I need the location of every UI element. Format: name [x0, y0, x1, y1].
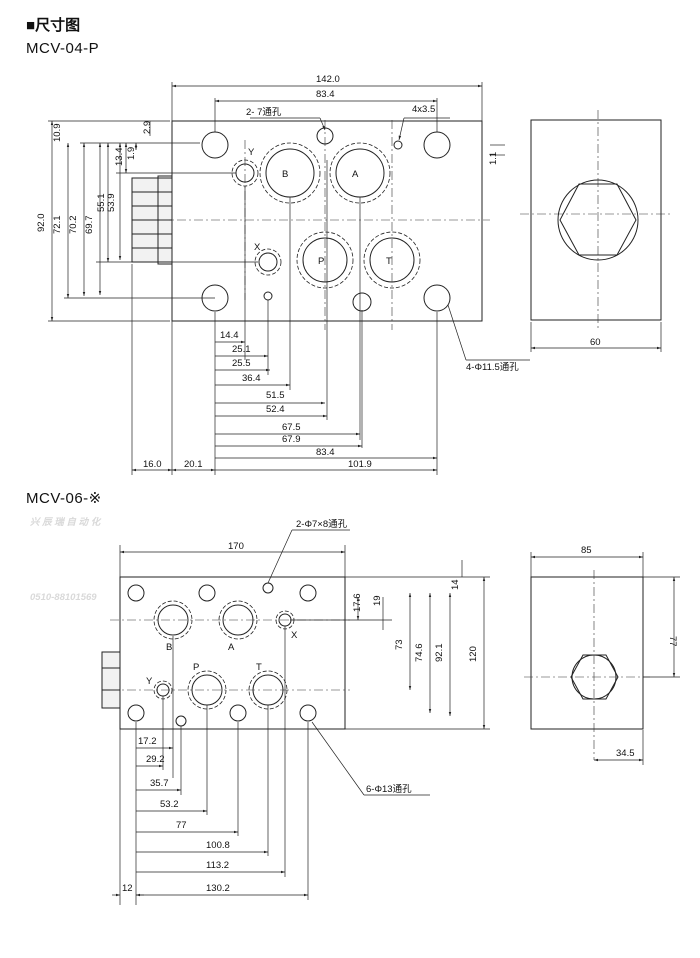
- mcv04-left-dimensions: 92.0 72.1 70.2 69.7 55.1 53.9 13.4 1.9 1…: [36, 120, 258, 322]
- mounting-hole: [127, 704, 145, 722]
- port-p: [302, 237, 348, 283]
- mounting-hole: [423, 284, 451, 312]
- dim-60: 60: [590, 337, 601, 348]
- dim-74-6: 74.6: [414, 644, 425, 663]
- port-label-a: A: [228, 642, 235, 653]
- mcv06-side-body: [530, 576, 644, 730]
- watermark-company: 兴 辰 瑞 自 动 化: [30, 516, 102, 528]
- dim-55-1: 55.1: [96, 194, 107, 213]
- dim-17-2: 17.2: [138, 736, 157, 747]
- dim-69-7: 69.7: [84, 216, 95, 235]
- port-x: [258, 252, 278, 272]
- mcv06-connector: [101, 651, 121, 709]
- dim-142: 142.0: [316, 74, 340, 85]
- port-b: [157, 604, 189, 636]
- port-label-x: X: [254, 242, 261, 253]
- port-label-y: Y: [248, 147, 255, 158]
- watermark-phone: 0510-88101569: [30, 592, 97, 603]
- dim-10-9: 10.9: [52, 124, 63, 143]
- port-label-p: P: [318, 256, 324, 267]
- dim-12: 12: [122, 883, 133, 894]
- port-label-b: B: [282, 169, 288, 180]
- dim-25-1: 25.1: [232, 344, 251, 355]
- mcv06-side-view: 85 77 34.5: [524, 545, 680, 765]
- dim-17-6: 17.6: [352, 594, 363, 613]
- dim-13-4: 13.4: [114, 148, 125, 167]
- dim-83-4: 83.4: [316, 89, 335, 100]
- dim-52-4: 52.4: [266, 404, 285, 415]
- dim-70-2: 70.2: [68, 216, 79, 235]
- dim-51-5: 51.5: [266, 390, 285, 401]
- dim-73: 73: [394, 639, 405, 650]
- note-4-11-5: 4-Φ11.5通孔: [466, 362, 519, 373]
- dim-77: 77: [176, 820, 187, 831]
- port-a: [222, 604, 254, 636]
- port-label-p: P: [193, 662, 199, 673]
- dim-83-4-bottom: 83.4: [316, 447, 335, 458]
- dim-19: 19: [372, 595, 383, 606]
- port-label-y: Y: [146, 676, 153, 687]
- dim-14: 14: [450, 579, 461, 590]
- port-label-t: T: [256, 662, 262, 673]
- mounting-hole: [299, 704, 317, 722]
- mounting-hole: [299, 584, 317, 602]
- page-title-text: 尺寸图: [35, 17, 81, 34]
- dim-53-9: 53.9: [106, 194, 117, 213]
- dim-34-5: 34.5: [616, 748, 635, 759]
- dim-113-2: 113.2: [206, 860, 229, 871]
- dim-67-9: 67.9: [282, 434, 301, 445]
- mcv06-front-view: B A X Y P T: [101, 576, 350, 730]
- model-label-mcv06: MCV-06-※: [26, 490, 102, 507]
- page-title: ■尺寸图: [26, 17, 81, 34]
- note-6-13: 6-Φ13通孔: [366, 784, 412, 795]
- dim-35-7: 35.7: [150, 778, 169, 789]
- dim-101-9: 101.9: [348, 459, 372, 470]
- mounting-hole: [127, 584, 145, 602]
- port-a: [335, 148, 385, 198]
- model-label-mcv04: MCV-04-P: [26, 40, 100, 57]
- dim-120: 120: [468, 646, 479, 662]
- port-t: [369, 237, 415, 283]
- mounting-hole: [201, 131, 229, 159]
- dim-100-8: 100.8: [206, 840, 230, 851]
- dim-16: 16.0: [143, 459, 162, 470]
- dim-53-2: 53.2: [160, 799, 179, 810]
- note-4x3-5: 4x3.5: [412, 104, 435, 115]
- port-label-x: X: [291, 630, 298, 641]
- dim-92: 92.0: [36, 214, 47, 233]
- port-label-b: B: [166, 642, 172, 653]
- dim-2-9: 2.9: [142, 121, 153, 134]
- dim-92-1: 92.1: [434, 644, 445, 663]
- note-2-7: 2- 7通孔: [246, 107, 282, 118]
- dim-67-5: 67.5: [282, 422, 301, 433]
- dim-72-1: 72.1: [52, 216, 63, 235]
- mounting-hole: [423, 131, 451, 159]
- dim-130-2: 130.2: [206, 883, 230, 894]
- port-label-t: T: [386, 256, 392, 267]
- mcv04-side-body: [530, 119, 662, 321]
- dim-170: 170: [228, 541, 244, 552]
- watermark: 兴 辰 瑞 自 动 化 0510-88101569: [30, 516, 102, 603]
- dim-36-4: 36.4: [242, 373, 261, 384]
- dim-29-2: 29.2: [146, 754, 165, 765]
- mcv06-bottom-dimensions: 17.2 29.2 35.7 53.2 77 100.8 113.2 130.2…: [112, 626, 430, 905]
- note-2-7x8: 2-Φ7×8通孔: [296, 519, 348, 530]
- port-label-a: A: [352, 169, 359, 180]
- mounting-hole: [198, 584, 216, 602]
- dim-14-4: 14.4: [220, 330, 239, 341]
- dim-85: 85: [581, 545, 592, 556]
- dim-25-5: 25.5: [232, 358, 251, 369]
- dim-20-1: 20.1: [184, 459, 203, 470]
- mcv04-front-view: Y B A X P T: [131, 120, 490, 330]
- mcv04-side-view: 60: [520, 110, 670, 352]
- dim-77-side: 77: [667, 636, 678, 647]
- dim-1-9: 1.9: [126, 147, 137, 160]
- mcv06-top-right-dimensions: 170 2-Φ7×8通孔 17.6 19 14 73 74.6 92.1 120: [119, 519, 490, 730]
- mcv04-top-dimensions: 142.0 83.4 2- 7通孔 4x3.5 1.1: [171, 74, 505, 165]
- port-b: [265, 148, 315, 198]
- dim-1-1: 1.1: [488, 152, 499, 165]
- mcv04-bottom-dimensions: 14.4 25.1 25.5 36.4 51.5 52.4 67.5 67.9 …: [131, 160, 530, 475]
- mounting-hole: [229, 704, 247, 722]
